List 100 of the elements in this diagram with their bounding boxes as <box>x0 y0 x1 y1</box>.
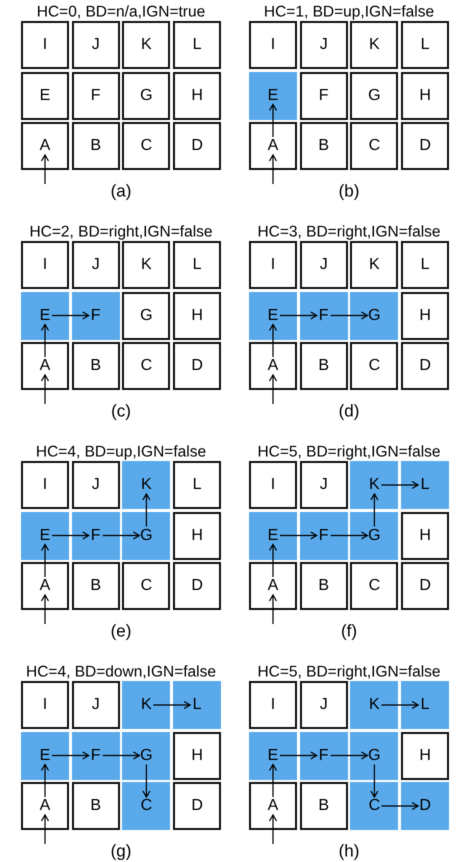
cell-letter: H <box>191 308 203 324</box>
cell-letter: F <box>90 88 101 104</box>
cell-letter: K <box>369 37 380 53</box>
grid-cell <box>72 292 120 340</box>
panel-title: HC=4, BD=down,IGN=false <box>26 664 216 680</box>
grid-cell <box>122 292 170 340</box>
grid-cell <box>72 782 120 830</box>
cell-letter: D <box>419 358 431 374</box>
grid-cell <box>249 21 297 69</box>
cell-letter: B <box>318 358 330 374</box>
arrow <box>330 751 368 760</box>
cell-letter: L <box>420 477 430 493</box>
cell-letter: H <box>191 528 203 544</box>
grid-cell <box>21 122 69 170</box>
cell-letter: H <box>191 748 203 764</box>
cell-letter: D <box>419 798 431 814</box>
cell-letter: G <box>140 308 153 324</box>
grid-cell <box>249 342 297 390</box>
cell-letter: B <box>90 138 102 154</box>
cell-letter: I <box>42 257 48 273</box>
cell-letter: B <box>318 578 330 594</box>
cell-letter: F <box>318 528 329 544</box>
grid-cell <box>122 782 170 830</box>
cell-letter: K <box>141 477 152 493</box>
cell-letter: D <box>419 138 431 154</box>
arrow <box>52 531 90 540</box>
cell-letter: A <box>268 358 278 374</box>
cell-letter: G <box>140 528 153 544</box>
grid-cell <box>300 562 348 610</box>
grid-cell <box>401 461 450 509</box>
grid-cell <box>72 512 120 560</box>
cell-letter: E <box>40 528 50 544</box>
arrow <box>52 751 90 760</box>
grid-cell <box>350 292 398 340</box>
grid-cell <box>249 562 297 610</box>
grid-cell <box>21 562 69 610</box>
panel-title: HC=3, BD=right,IGN=false <box>257 224 441 240</box>
panel-title: HC=2, BD=right,IGN=false <box>29 224 213 240</box>
grid-cell <box>173 122 222 170</box>
grid-cell <box>350 562 398 610</box>
grid-cell <box>350 461 398 509</box>
cell-letter: A <box>40 798 50 814</box>
arrow <box>40 764 50 797</box>
grid-cell <box>249 681 297 729</box>
arrow <box>153 700 191 710</box>
cell-letter: G <box>368 88 381 104</box>
arrow <box>40 814 50 844</box>
cell-letter: C <box>368 798 380 814</box>
grid-cell <box>21 72 69 120</box>
cell-letter: E <box>268 88 278 104</box>
grid-cell <box>122 461 170 509</box>
cell-letter: K <box>141 697 152 713</box>
cell-letter: B <box>318 138 330 154</box>
grid-cell <box>300 782 348 830</box>
arrow <box>268 764 278 797</box>
cell-letter: D <box>191 578 203 594</box>
grid-cell <box>72 732 120 780</box>
arrow <box>40 594 50 624</box>
cell-letter: H <box>419 748 431 764</box>
cell-letter: J <box>92 477 100 493</box>
cell-letter: K <box>369 697 380 713</box>
cell-letter: A <box>268 138 278 154</box>
cell-letter: D <box>419 578 431 594</box>
grid-cell <box>249 72 297 120</box>
grid-cell <box>401 732 450 780</box>
grid-cell <box>72 461 120 509</box>
arrow <box>280 531 318 540</box>
cell-letter: I <box>42 37 48 53</box>
grid-cell <box>173 342 222 390</box>
panel-caption: (e) <box>110 622 132 640</box>
grid-cell <box>249 461 297 509</box>
cell-letter: I <box>270 477 276 493</box>
cell-letter: D <box>191 138 203 154</box>
cell-letter: L <box>192 257 202 273</box>
grid-cell <box>72 21 120 69</box>
cell-letter: J <box>92 37 100 53</box>
arrow <box>330 531 368 540</box>
cell-letter: A <box>40 578 50 594</box>
arrow <box>40 544 50 577</box>
panel-caption: (g) <box>110 842 132 860</box>
grid-cell <box>401 241 450 289</box>
arrow <box>330 311 368 320</box>
arrow <box>268 544 278 577</box>
cell-letter: H <box>419 308 431 324</box>
cell-letter: E <box>268 528 278 544</box>
cell-letter: E <box>40 308 50 324</box>
cell-letter: C <box>140 798 152 814</box>
arrow <box>268 814 278 844</box>
grid-cell <box>173 72 222 120</box>
arrow <box>142 764 150 798</box>
arrow <box>142 493 150 526</box>
cell-letter: I <box>270 37 276 53</box>
cell-letter: B <box>90 578 102 594</box>
grid-cell <box>21 241 69 289</box>
grid-cell <box>249 292 297 340</box>
panel-caption: (a) <box>110 182 132 200</box>
cell-letter: F <box>90 308 101 324</box>
cell-letter: K <box>141 257 152 273</box>
grid-cell <box>173 241 222 289</box>
grid-cell <box>249 782 297 830</box>
